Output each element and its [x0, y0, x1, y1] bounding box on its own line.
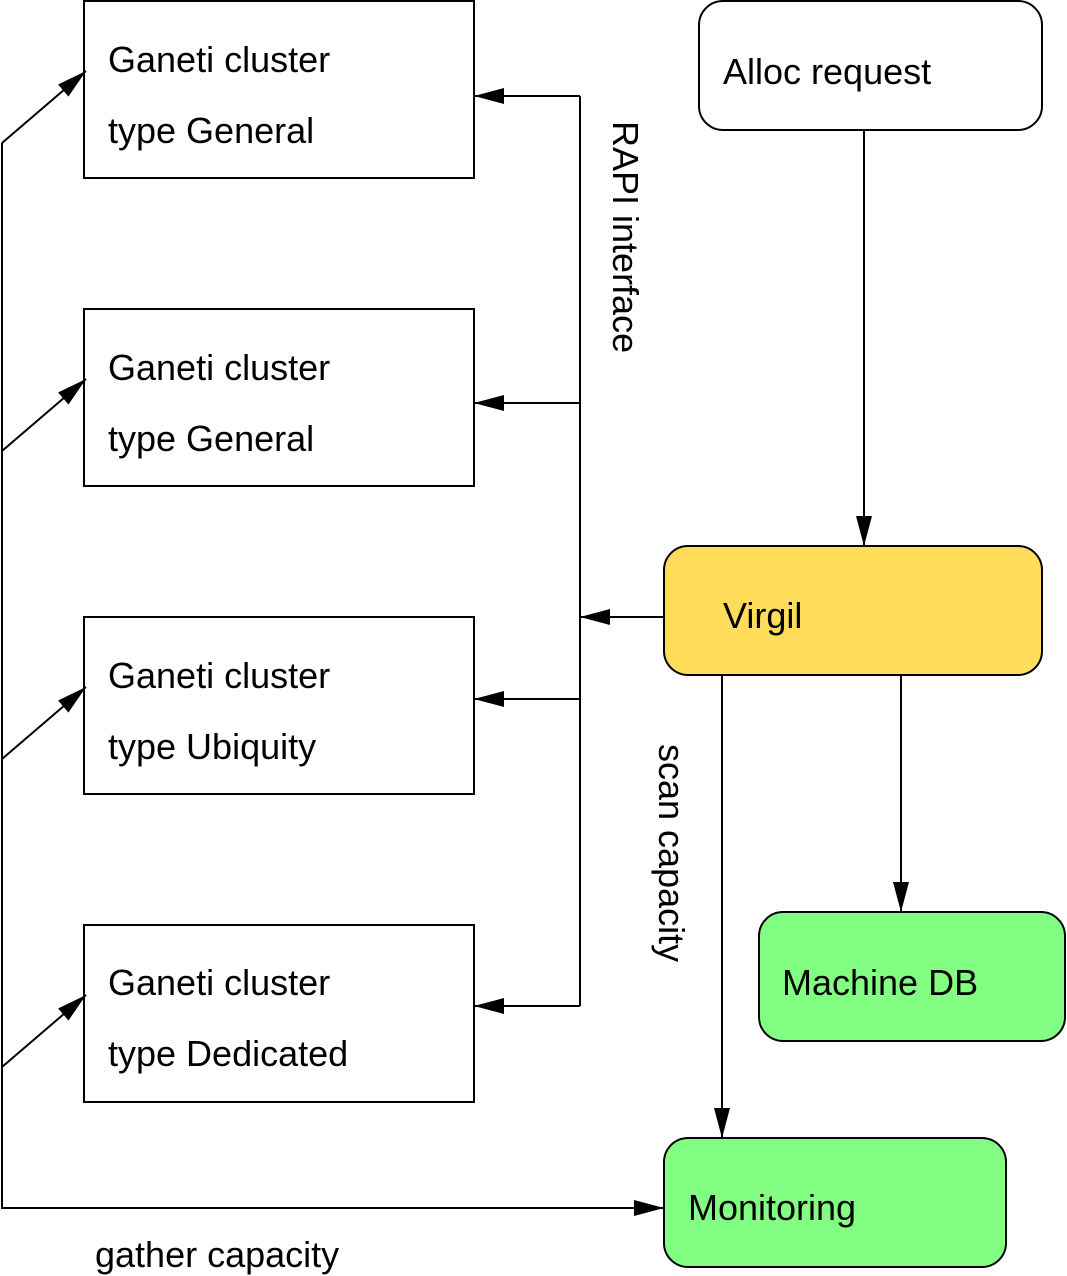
machine-db-node: Machine DB — [758, 911, 1066, 1042]
rapi-interface-label: RAPI interface — [605, 121, 646, 353]
alloc-request-label: Alloc request — [723, 51, 931, 92]
monitoring-box — [663, 1137, 1007, 1268]
cluster-node-1-type: type General — [108, 110, 314, 151]
alloc-request-box — [698, 0, 1043, 131]
edge-gather-to-cluster-4 — [1, 994, 87, 1068]
cluster-node-2-title: Ganeti cluster — [108, 347, 330, 388]
edge-gather-to-cluster-3 — [1, 686, 87, 760]
cluster-node-4-title: Ganeti cluster — [108, 962, 330, 1003]
cluster-node-1-title: Ganeti cluster — [108, 39, 330, 80]
alloc-request-node: Alloc request — [698, 0, 1043, 131]
cluster-node-2-type: type General — [108, 418, 314, 459]
cluster-node-3: Ganeti cluster type Ubiquity — [83, 616, 475, 795]
cluster-node-3-type: type Ubiquity — [108, 726, 316, 767]
machine-db-label: Machine DB — [782, 962, 978, 1003]
machine-db-box — [758, 911, 1066, 1042]
cluster-node-4: Ganeti cluster type Dedicated — [83, 924, 475, 1103]
cluster-node-3-title: Ganeti cluster — [108, 655, 330, 696]
scan-capacity-label: scan capacity — [651, 744, 692, 962]
gather-bus-line — [1, 143, 664, 1216]
monitoring-node: Monitoring — [663, 1137, 1007, 1268]
edge-gather-to-cluster-1 — [1, 70, 87, 144]
virgil-label: Virgil — [723, 595, 802, 636]
monitoring-label: Monitoring — [688, 1187, 856, 1228]
edge-gather-to-cluster-2 — [1, 378, 87, 452]
cluster-node-1: Ganeti cluster type General — [83, 0, 475, 179]
virgil-node: Virgil — [663, 545, 1043, 676]
gather-capacity-label: gather capacity — [95, 1234, 339, 1275]
cluster-node-4-type: type Dedicated — [108, 1033, 348, 1074]
cluster-node-2: Ganeti cluster type General — [83, 308, 475, 487]
virgil-box — [663, 545, 1043, 676]
